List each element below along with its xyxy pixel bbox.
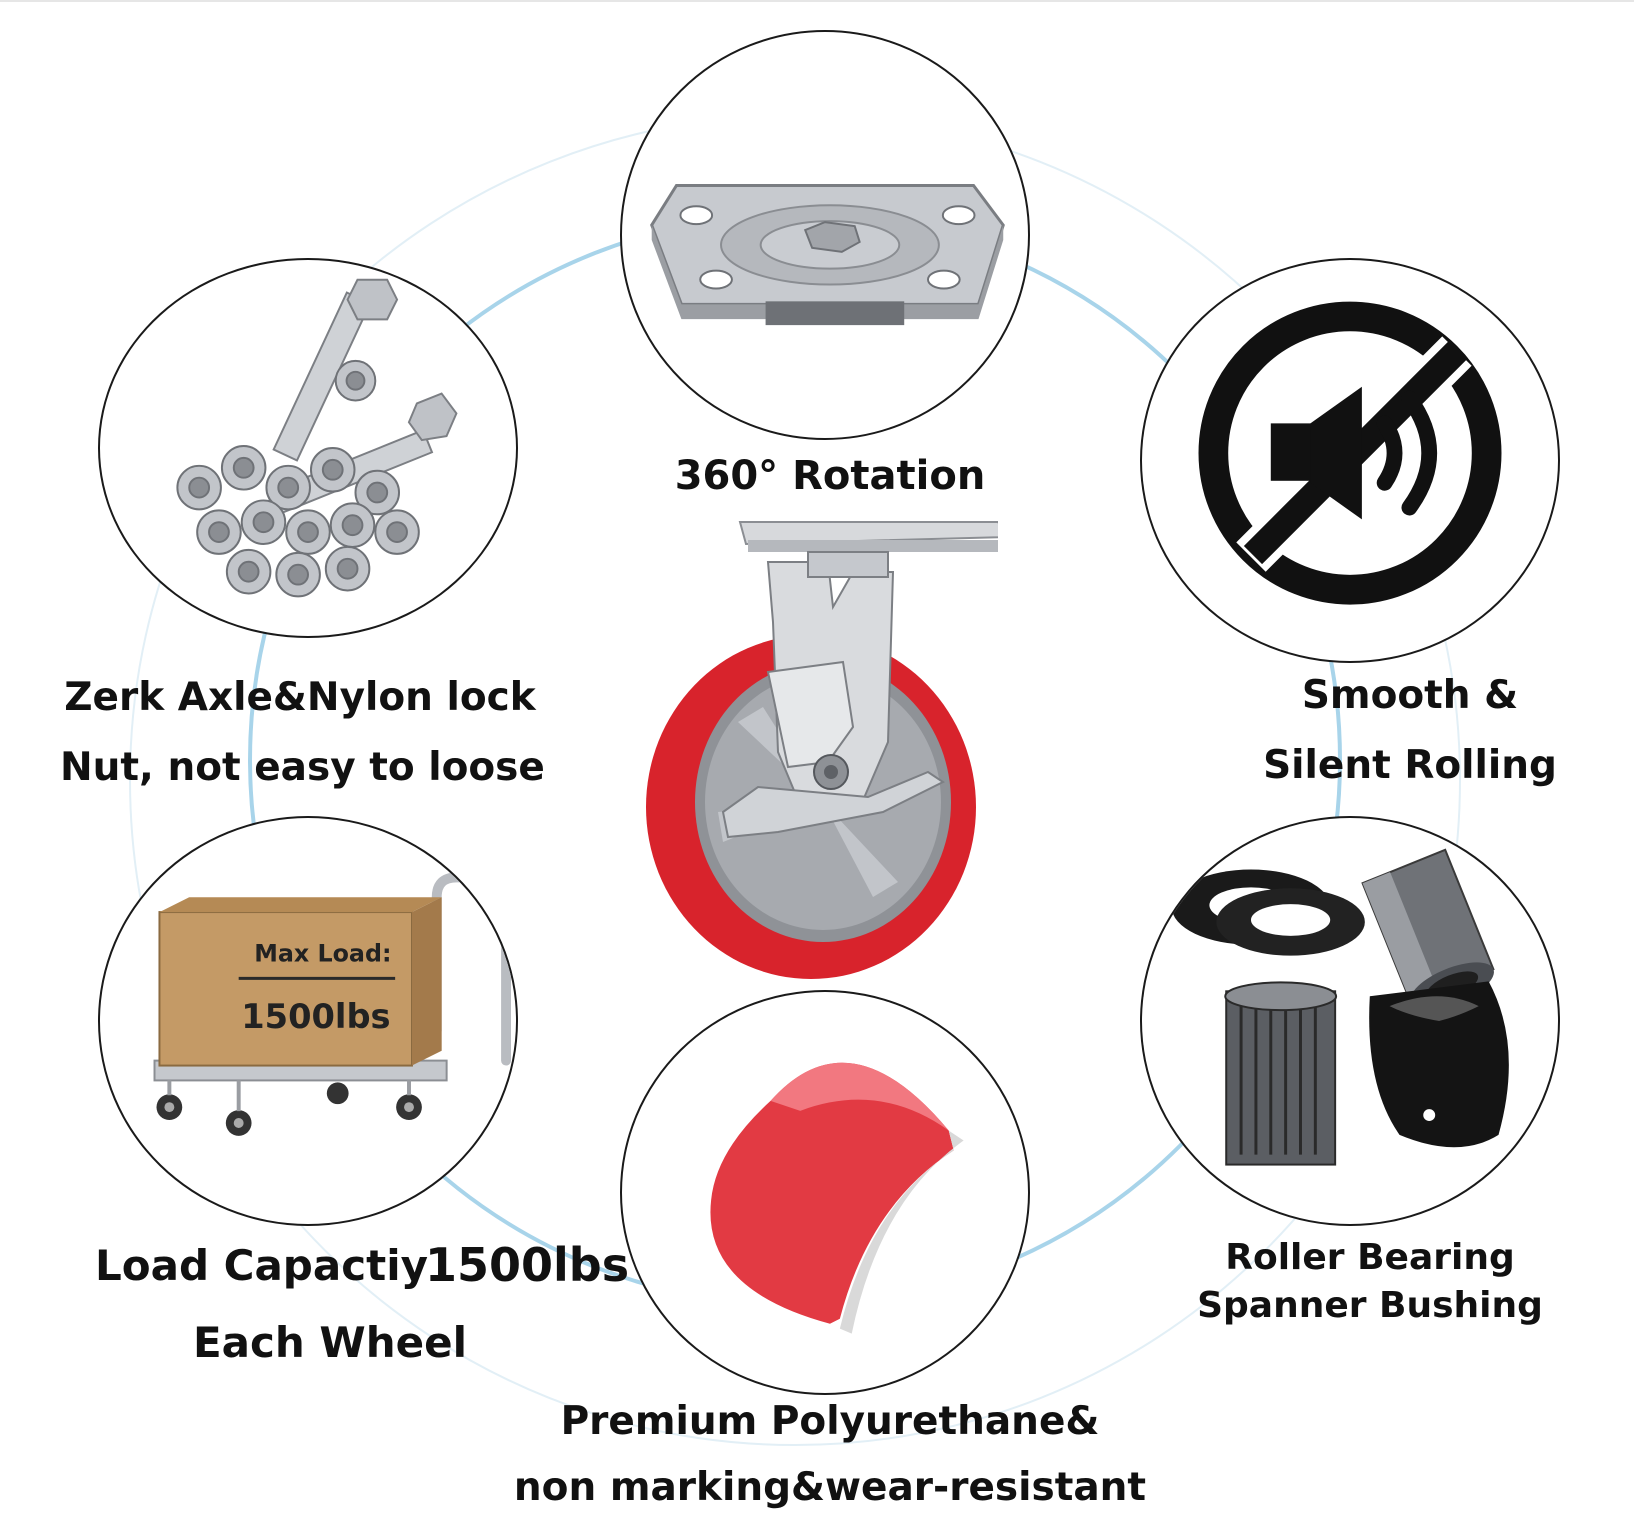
rotation-label: 360° Rotation <box>674 453 986 499</box>
swivel-caster-wheel-with-brake-icon <box>646 521 998 979</box>
polyurethane-circle <box>620 990 1030 1395</box>
box-title: Max Load: <box>254 940 391 968</box>
rotation-circle <box>620 30 1030 440</box>
polyurethane-label-line1: Premium Polyurethane& <box>560 1399 1100 1444</box>
load-label-line2: Each Wheel <box>192 1318 468 1367</box>
load-circle: Max Load: 1500lbs <box>98 816 518 1226</box>
polyurethane-label-line2: non marking&wear-resistant <box>513 1465 1147 1510</box>
muted-speaker-icon <box>1198 301 1502 605</box>
load-label-line1a: Load Capactiy <box>95 1241 428 1290</box>
axle-label-line1: Zerk Axle&Nylon lock <box>64 675 536 720</box>
swivel-plate-icon <box>650 184 1005 326</box>
rolling-label-line1: Smooth & <box>1301 673 1519 718</box>
rolling-circle <box>1140 258 1560 663</box>
box-value: 1500lbs <box>241 997 390 1036</box>
bolts-and-nuts-icon <box>176 278 458 598</box>
bearing-circle <box>1140 816 1560 1226</box>
axle-circle <box>98 258 518 638</box>
top-divider <box>0 0 1634 2</box>
bearing-label-line1: Roller Bearing <box>1225 1237 1515 1278</box>
load-label-line1b: 1500lbs <box>425 1238 630 1292</box>
hand-truck-with-box-icon: Max Load: 1500lbs <box>153 872 511 1136</box>
bearing-label-line2: Spanner Bushing <box>1197 1285 1543 1326</box>
polyurethane-tread-icon <box>710 1062 964 1334</box>
roller-bearing-parts-icon <box>1171 848 1509 1166</box>
axle-label-line2: Nut, not easy to loose <box>60 745 545 790</box>
rolling-label-line2: Silent Rolling <box>1263 743 1557 788</box>
